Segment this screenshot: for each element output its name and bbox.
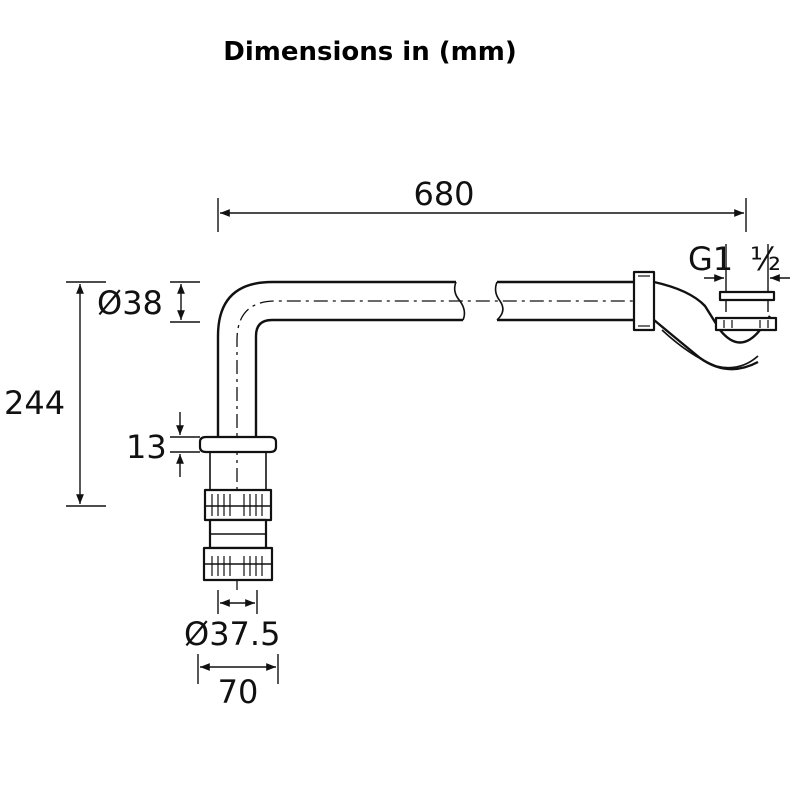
thread-dimension: G1 ½ [688,240,790,312]
outlet-diameter-dimension: Ø37.5 [184,590,280,653]
outlet-width-dimension: 70 [197,654,279,711]
bath-trap-outlet [632,270,778,371]
length-dimension: 680 [217,175,747,232]
flange-label: 13 [126,428,167,466]
page-title: Dimensions in (mm) [223,37,516,67]
height-dimension: 244 [4,281,106,507]
pipe-diameter-label: Ø38 [97,284,163,322]
flange-dimension: 13 [126,412,200,477]
waste-pipe [216,280,640,590]
height-label: 244 [4,384,65,422]
outlet-diameter-label: Ø37.5 [184,615,280,653]
compression-fitting [202,488,274,582]
outlet-width-label: 70 [218,673,259,711]
thread-fraction: ½ [750,240,781,278]
pipe-diameter-dimension: Ø38 [97,281,200,323]
length-label: 680 [413,175,474,213]
wall-flange [198,435,278,490]
